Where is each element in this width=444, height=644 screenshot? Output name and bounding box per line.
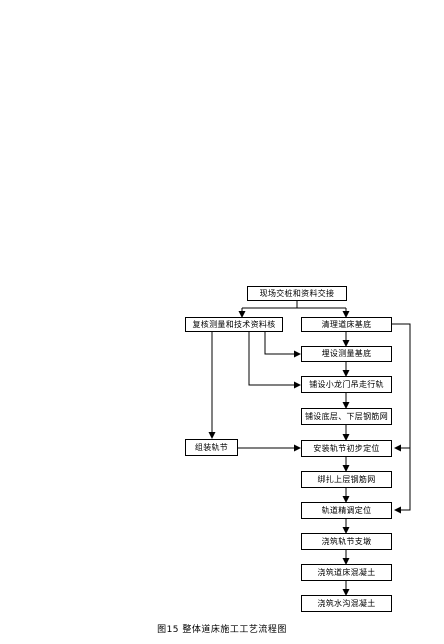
edge-n1-n3 [264,332,301,358]
node-lay-gantry-rail: 铺设小龙门吊走行轨 [301,376,392,393]
node-fine-adjust-track: 轨道精调定位 [301,502,392,519]
node-embed-survey-base: 埋设测量基底 [301,346,392,362]
figure-caption: 图15 整体道床施工工艺流程图 [157,625,287,635]
edge-n1-n4 [248,332,301,389]
node-install-initial-position: 安装轨节初步定位 [301,440,392,457]
edge-n2-loop [392,323,411,514]
node-lay-lower-rebar: 铺设底层、下层钢筋网 [301,408,392,425]
node-assemble-track-panel: 组装轨节 [185,439,238,456]
node-survey-review: 复核测量和技术资料核 [185,317,283,332]
node-pour-trackbed-concrete: 浇筑道床混凝土 [301,564,392,581]
node-site-handover: 现场交桩和资料交接 [247,286,347,301]
node-pour-ditch-concrete: 浇筑水沟混凝土 [301,595,392,612]
node-pour-panel-support: 浇筑轨节支墩 [301,533,392,550]
node-tie-upper-rebar: 绑扎上层钢筋网 [301,471,392,488]
node-clean-trackbed: 清理道床基底 [301,317,392,332]
